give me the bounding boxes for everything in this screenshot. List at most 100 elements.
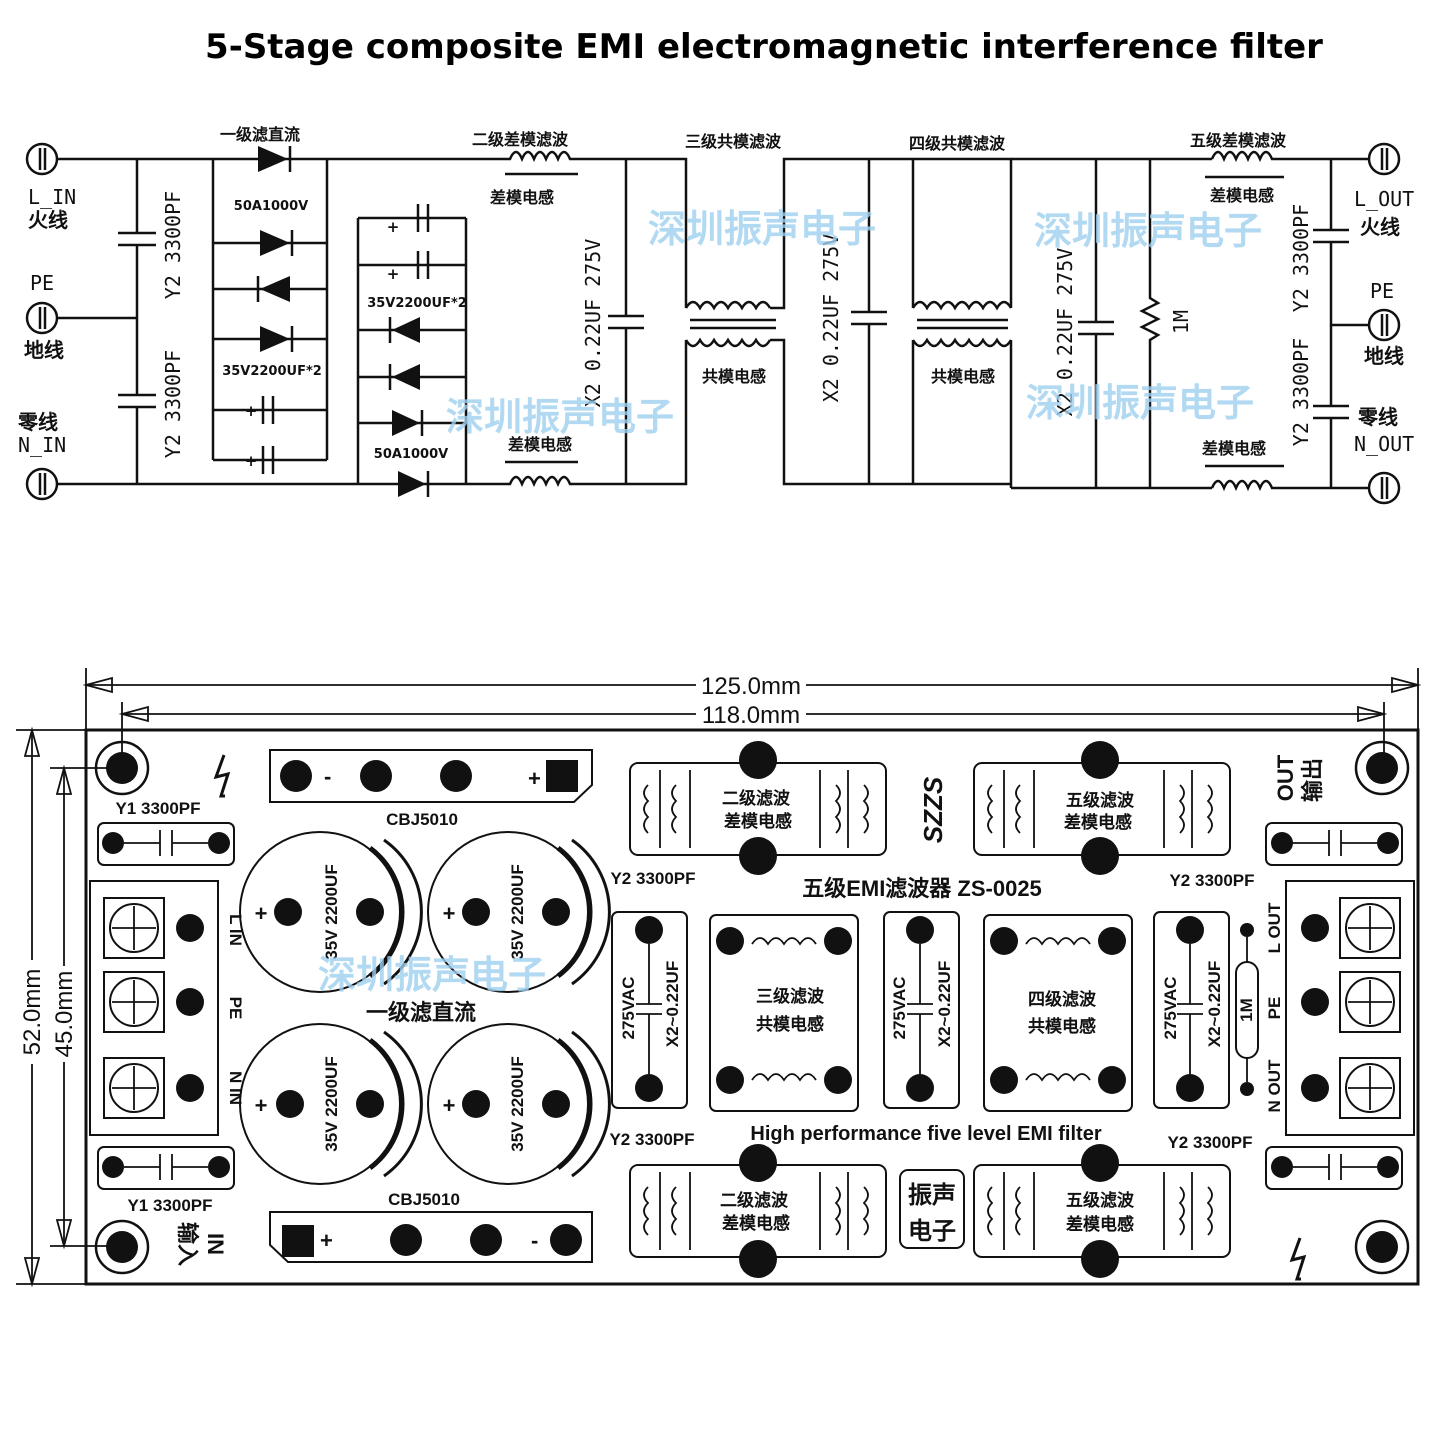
electrolytic-cap-3: [239, 1023, 423, 1185]
label-x-cap-v-1: 275VAC: [619, 977, 638, 1040]
label-y-cap-3: Y2 3300PF: [1289, 204, 1313, 312]
label-y-cap-1: Y2 3300PF: [161, 191, 185, 299]
label-neutral-out: 零线: [1357, 405, 1398, 429]
label-ground-in: 地线: [24, 338, 64, 362]
label-stage3-1: 三级滤波: [756, 986, 825, 1006]
resistor-1m: [1139, 159, 1161, 488]
label-plus-cap-2: +: [443, 901, 456, 926]
label-bridge-bottom: CBJ5010: [388, 1190, 460, 1209]
label-stage2-top-1: 二级滤波: [722, 788, 791, 808]
board-outline: [84, 728, 1420, 1286]
label-board-title: 五级EMI滤波器 ZS-0025: [802, 876, 1042, 901]
label-minus-top: -: [324, 764, 331, 789]
label-plus-cap-3: +: [255, 1093, 268, 1118]
label-x-cap-v-2: 275VAC: [890, 977, 909, 1040]
label-y2-a: Y2 3300PF: [610, 869, 695, 888]
label-x-cap-val-2: X2~0.22UF: [935, 961, 954, 1047]
figure-title: 5-Stage composite EMI electromagnetic in…: [205, 27, 1323, 67]
mounting-hole-bl: [94, 1219, 150, 1275]
label-plus-cap-1: +: [255, 901, 268, 926]
label-stage1: 一级滤直流: [220, 125, 300, 144]
brand-logo-box: [899, 1169, 965, 1249]
input-terminal-block: [89, 880, 219, 1136]
label-brand-cn-1: 振声: [908, 1181, 956, 1209]
watermark-pcb: 深圳振声电子: [318, 953, 546, 997]
label-l-in: L_IN: [28, 185, 76, 209]
dim-height-inner: 45.0mm: [51, 971, 78, 1058]
dim-width-inner: 118.0mm: [702, 702, 800, 729]
label-cm-inductor-2: 共模电感: [931, 367, 995, 386]
y1-cap-bottom: [97, 1146, 235, 1190]
terminal-pe-out: [1367, 308, 1401, 342]
terminal-n-out: [1367, 471, 1401, 505]
electrolytic-cap-1: [239, 831, 423, 993]
terminal-l-in: [25, 142, 59, 176]
label-resistor: 1M: [1169, 310, 1193, 334]
label-diode-rating-2: 50A1000V: [374, 447, 448, 462]
label-plus-2: +: [245, 452, 258, 470]
label-stage2-bottom-1: 二级滤波: [720, 1190, 789, 1210]
label-l-out-pcb: L OUT: [1265, 902, 1284, 953]
label-pe-out-pcb: PE: [1265, 997, 1284, 1020]
terminal-pe-in: [25, 301, 59, 335]
label-plus-1: +: [245, 402, 258, 420]
label-dm-inductor-4: 差模电感: [1202, 439, 1266, 458]
label-y2-d: Y2 3300PF: [1167, 1133, 1252, 1152]
stage2-inductors: [497, 150, 626, 488]
label-stage5-bottom-2: 差模电感: [1066, 1214, 1134, 1234]
label-dm-inductor-2: 差模电感: [508, 435, 572, 454]
label-n-in: N_IN: [18, 433, 66, 457]
label-y-cap-2: Y2 3300PF: [161, 350, 185, 458]
stage5-inductor-bottom: [973, 1144, 1231, 1278]
stage2-inductor-bottom: [629, 1144, 887, 1278]
bridge-rectifier-bottom: [269, 1211, 593, 1263]
label-y1-bottom: Y1 3300PF: [127, 1196, 212, 1215]
dim-width-outer: 125.0mm: [701, 673, 801, 700]
watermark-3: 深圳振声电子: [446, 395, 674, 439]
label-stage5-top-1: 五级滤波: [1066, 790, 1135, 810]
label-x-cap-val-1: X2~0.22UF: [663, 961, 682, 1047]
label-subtitle: High performance five level EMI filter: [750, 1123, 1101, 1145]
stage5-inductor-top: [973, 741, 1231, 875]
x-cap-pcb-3: [1153, 911, 1230, 1109]
label-stage5: 五级差模滤波: [1190, 131, 1287, 150]
mounting-hole-br: [1354, 1219, 1410, 1275]
y-cap-branch-out: [1329, 159, 1368, 488]
label-electrolytic-2: 35V 2200UF: [508, 864, 527, 959]
stage5-inductors: [1205, 150, 1368, 492]
label-plus-4: +: [387, 265, 400, 283]
label-pe-in: PE: [30, 271, 54, 295]
electrolytic-cap-2: [427, 831, 611, 993]
label-pe-in-pcb: PE: [226, 997, 245, 1020]
label-in-en: IN: [203, 1233, 228, 1255]
label-stage2: 二级差模滤波: [472, 130, 569, 149]
label-stage5-top-2: 差模电感: [1064, 812, 1132, 832]
label-plus-cap-4: +: [443, 1093, 456, 1118]
resistor-pcb: [1235, 923, 1259, 1096]
mounting-hole-tl: [94, 740, 150, 796]
label-cm-inductor-1: 共模电感: [702, 367, 766, 386]
label-live-out: 火线: [1360, 215, 1400, 239]
stage2-inductor-top: [629, 741, 887, 875]
y1-cap-top: [97, 822, 235, 866]
label-bridge-top: CBJ5010: [386, 810, 458, 829]
label-plus-top: +: [528, 766, 541, 791]
label-plus-bottom: +: [320, 1228, 333, 1253]
terminal-n-in: [25, 467, 59, 501]
mounting-hole-tr: [1354, 740, 1410, 796]
lightning-icon: [213, 754, 231, 798]
dim-height-outer: 52.0mm: [19, 969, 46, 1056]
label-x-cap-v-3: 275VAC: [1161, 977, 1180, 1040]
label-stage1-pcb: 一级滤直流: [366, 1000, 476, 1025]
label-in-cn: 输入: [175, 1222, 200, 1266]
label-stage3-2: 共模电感: [756, 1014, 824, 1034]
pcb-drawing: 125.0mm 118.0mm 52.0mm 45.0mm: [16, 668, 1422, 1288]
label-diode-rating-1: 50A1000V: [234, 199, 308, 214]
label-electrolytic-4: 35V 2200UF: [508, 1056, 527, 1151]
label-resistor-pcb: 1M: [1237, 998, 1256, 1022]
label-ground-out: 地线: [1364, 344, 1404, 368]
stage3-cm-choke: [626, 157, 1012, 486]
label-live-in: 火线: [28, 208, 68, 232]
label-x-cap-val-3: X2~0.22UF: [1205, 961, 1224, 1047]
